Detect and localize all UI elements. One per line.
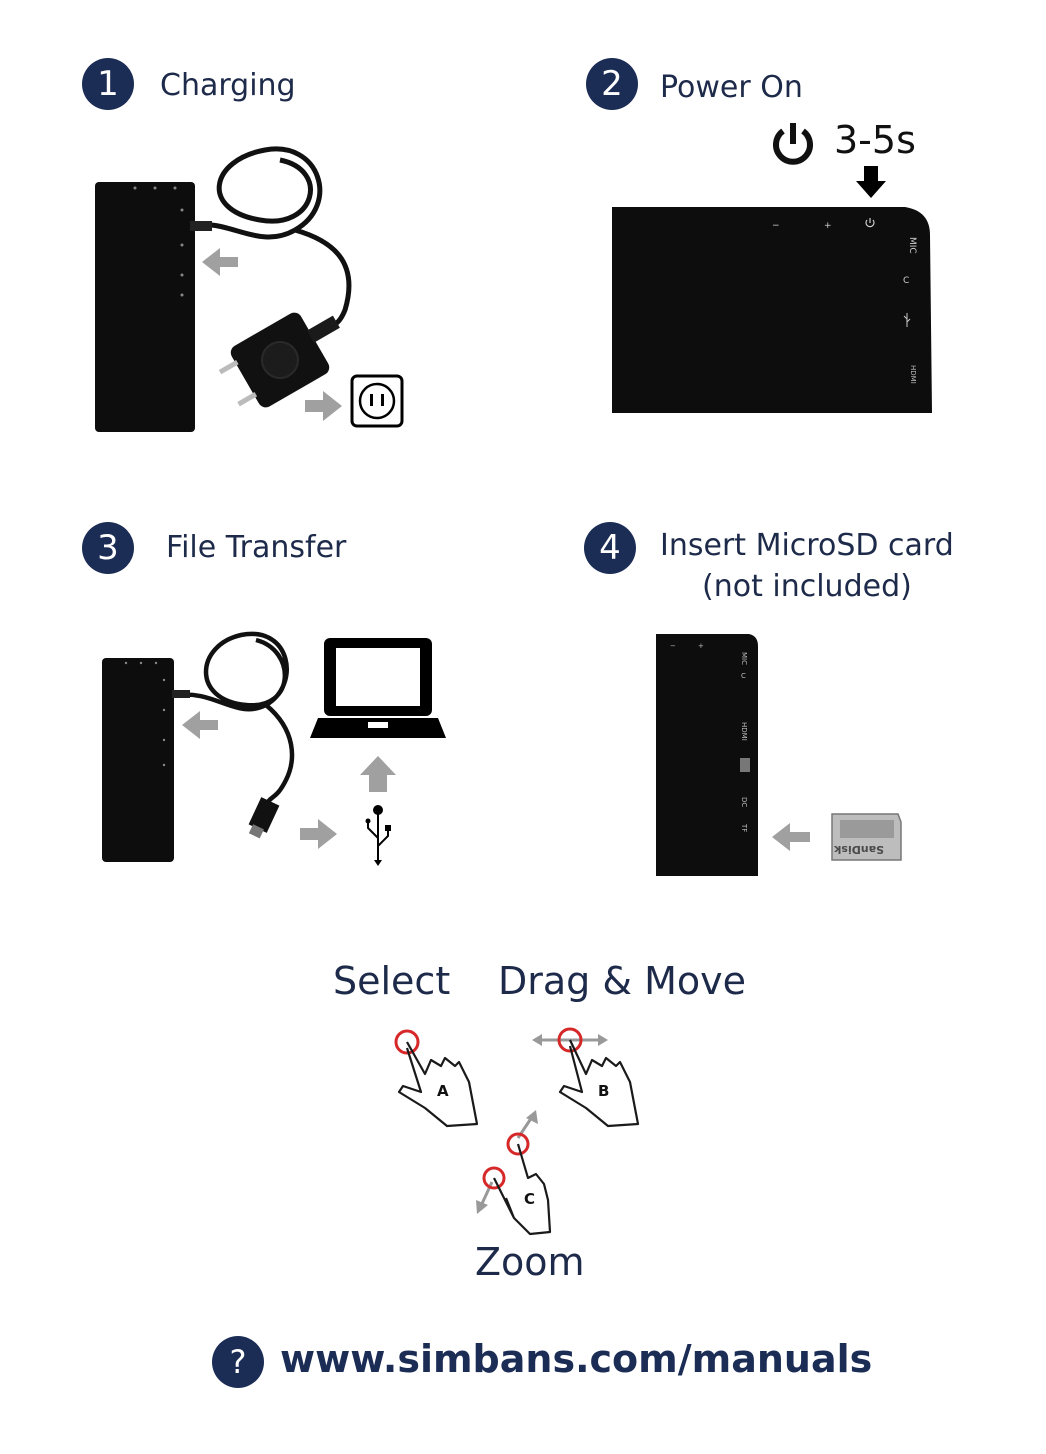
gesture-letter-c: C	[524, 1190, 535, 1208]
hdmi-label: HDMI	[909, 365, 917, 384]
svg-text:C: C	[741, 672, 746, 680]
gesture-select-label: Select	[333, 959, 450, 1003]
step-3-number: 3	[82, 522, 134, 574]
mic-label: MIC	[907, 237, 917, 254]
file-transfer-illustration	[96, 620, 456, 870]
step-4-title-line1: Insert MicroSD card	[660, 528, 954, 563]
power-duration: 3-5s	[834, 118, 916, 162]
step-1-title: Charging	[160, 68, 296, 103]
microsd-illustration: − + MIC C HDMI DC TF SanDisk	[654, 632, 914, 880]
arrow-left-icon	[182, 711, 218, 739]
usb-icon	[366, 805, 392, 866]
step-4-title-line2: (not included)	[702, 569, 912, 604]
step-2-number: 2	[586, 58, 638, 110]
svg-text:−: −	[670, 642, 676, 650]
step-1-number: 1	[82, 58, 134, 110]
step-4-number: 4	[584, 522, 636, 574]
arrow-right-icon	[300, 819, 337, 849]
manuals-link[interactable]: www.simbans.com/manuals	[280, 1337, 872, 1381]
svg-text:HDMI: HDMI	[740, 722, 748, 741]
svg-text:+: +	[698, 642, 704, 650]
tablet-body	[656, 634, 758, 876]
microsd-card-icon: SanDisk	[832, 814, 901, 860]
tablet-body	[95, 182, 195, 432]
question-icon: ?	[212, 1336, 264, 1388]
step-3-title: File Transfer	[166, 530, 346, 565]
laptop-icon	[310, 638, 446, 738]
gesture-letter-b: B	[598, 1082, 609, 1100]
power-on-device: − + MIC C HDMI	[610, 205, 935, 417]
card-brand-label: SanDisk	[833, 843, 884, 856]
arrow-down-icon	[854, 166, 888, 202]
gesture-drag-label: Drag & Move	[498, 959, 746, 1003]
zoom-gesture-icon: C	[470, 1108, 570, 1238]
tablet-body	[102, 658, 174, 862]
svg-text:MIC: MIC	[740, 652, 748, 665]
charging-illustration	[90, 130, 420, 440]
gesture-zoom-label: Zoom	[475, 1240, 585, 1284]
camera-label: C	[903, 276, 909, 286]
svg-text:DC: DC	[740, 797, 748, 807]
arrow-left-icon	[202, 248, 238, 276]
step-2-title: Power On	[660, 70, 803, 105]
power-icon	[768, 118, 818, 168]
svg-text:TF: TF	[740, 823, 748, 832]
gesture-letter-a: A	[437, 1082, 449, 1100]
volume-up-label: +	[824, 221, 832, 231]
arrow-up-icon	[360, 756, 396, 792]
volume-down-label: −	[772, 221, 780, 231]
usb-cable	[176, 634, 287, 709]
charging-cable	[195, 149, 320, 237]
arrow-right-icon	[305, 391, 342, 421]
card-slot	[740, 758, 750, 772]
arrow-left-icon	[772, 823, 810, 851]
wall-outlet-icon	[352, 376, 402, 426]
